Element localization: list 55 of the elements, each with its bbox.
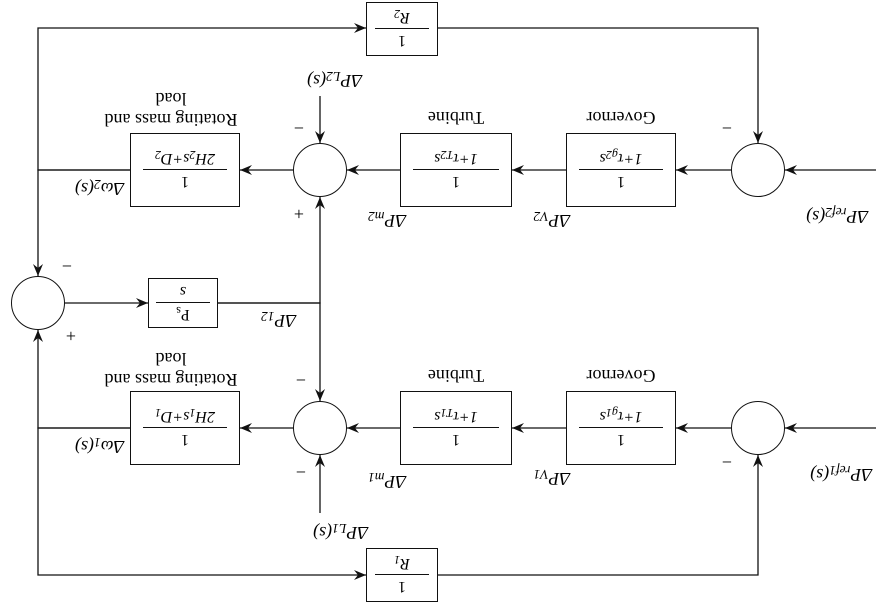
transfer-function-block (400, 391, 512, 465)
block-caption: Turbine (426, 365, 486, 386)
transfer-function-block (130, 391, 240, 465)
summing-junction (731, 143, 785, 197)
sign-label: + (66, 326, 76, 346)
sign-label: − (296, 370, 306, 390)
block-caption: Rotating mass and load (104, 348, 238, 390)
transfer-function-block (400, 133, 512, 207)
transfer-function-block (366, 548, 438, 602)
numerator: 1 (617, 172, 625, 190)
signal-arrow (438, 27, 763, 143)
numerator: 1 (452, 172, 460, 190)
block-caption: Governor (586, 365, 656, 386)
block-caption: Turbine (426, 107, 486, 128)
numerator: 1 (398, 32, 406, 50)
block-caption: Governor (586, 107, 656, 128)
block-caption: Rotating mass and load (104, 88, 238, 130)
signal-arrow (65, 298, 148, 308)
summing-junction (293, 401, 347, 455)
sign-label: − (296, 462, 306, 482)
signal-arrow (347, 165, 400, 175)
signal-arrow (438, 455, 763, 576)
sign-label: − (62, 256, 72, 276)
signal-arrow (240, 423, 293, 433)
denominator: s (180, 282, 186, 300)
summing-junction (731, 401, 785, 455)
sign-label: − (722, 118, 732, 138)
signal-arrow (37, 427, 366, 580)
signal-arrow (315, 455, 325, 513)
signal-arrow (512, 165, 566, 175)
transfer-function-block (366, 2, 438, 56)
numerator: 1 (398, 578, 406, 596)
numerator: 1 (181, 172, 189, 190)
signal-arrow (785, 423, 876, 433)
summing-junction (11, 276, 65, 330)
sign-label: − (294, 118, 304, 138)
signal-arrow (315, 96, 325, 143)
sign-label: + (294, 204, 304, 224)
signal-arrow (676, 165, 731, 175)
transfer-function-block (130, 133, 240, 207)
numerator: 1 (617, 430, 625, 448)
signal-arrow (37, 23, 366, 171)
summing-junction (293, 143, 347, 197)
signal-arrow (785, 165, 876, 175)
transfer-function-block (566, 391, 676, 465)
numerator: 1 (452, 430, 460, 448)
signal-arrow (512, 423, 566, 433)
sign-label: − (722, 452, 732, 472)
signal-arrow (347, 423, 400, 433)
signal-arrow (676, 423, 731, 433)
numerator: 1 (181, 430, 189, 448)
transfer-function-block (566, 133, 676, 207)
transfer-function-block (148, 278, 218, 328)
signal-arrow (240, 165, 293, 175)
signal-arrow (218, 197, 325, 304)
